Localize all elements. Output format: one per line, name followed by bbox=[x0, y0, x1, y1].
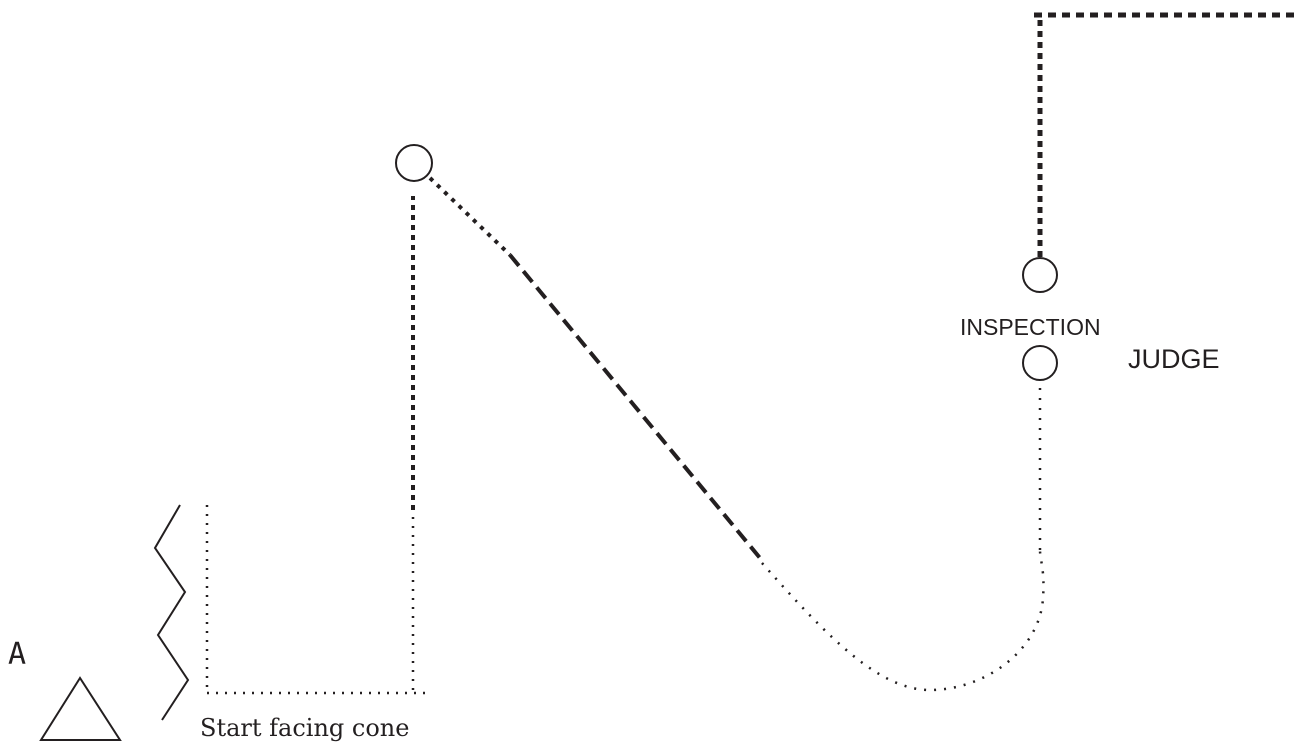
start-marker-triangle-icon bbox=[39, 676, 122, 741]
zigzag-barrier bbox=[153, 504, 190, 721]
path-segment-diagonal-dashed bbox=[508, 253, 762, 560]
start-note: Start facing cone bbox=[200, 714, 410, 742]
judge-label: JUDGE bbox=[1128, 344, 1220, 374]
marker-label: A bbox=[8, 637, 27, 672]
inspection-label: INSPECTION bbox=[960, 314, 1101, 340]
path-segment-diagonal-dotted bbox=[428, 176, 512, 257]
path-segment-curve bbox=[761, 549, 1045, 692]
inspection-cone-top bbox=[1022, 257, 1058, 293]
cone-top bbox=[395, 144, 433, 182]
inspection-cone-bottom bbox=[1022, 345, 1058, 381]
